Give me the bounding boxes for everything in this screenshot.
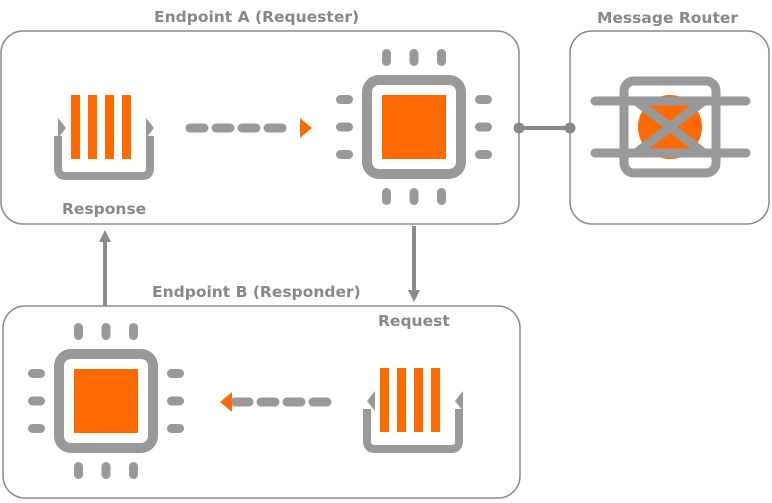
- message-router-title: Message Router: [597, 9, 739, 27]
- flow-arrow-response: [185, 118, 312, 138]
- response-label: Response: [62, 200, 147, 218]
- flow-arrow-request: [220, 392, 332, 412]
- message-router-icon: [590, 76, 751, 178]
- endpoint-a-title: Endpoint A (Requester): [154, 8, 360, 26]
- router-connector: [513, 122, 576, 134]
- queue-icon: [58, 95, 154, 176]
- queue-icon: [367, 368, 463, 449]
- request-label: Request: [378, 312, 450, 330]
- endpoint-b-title: Endpoint B (Responder): [152, 283, 361, 301]
